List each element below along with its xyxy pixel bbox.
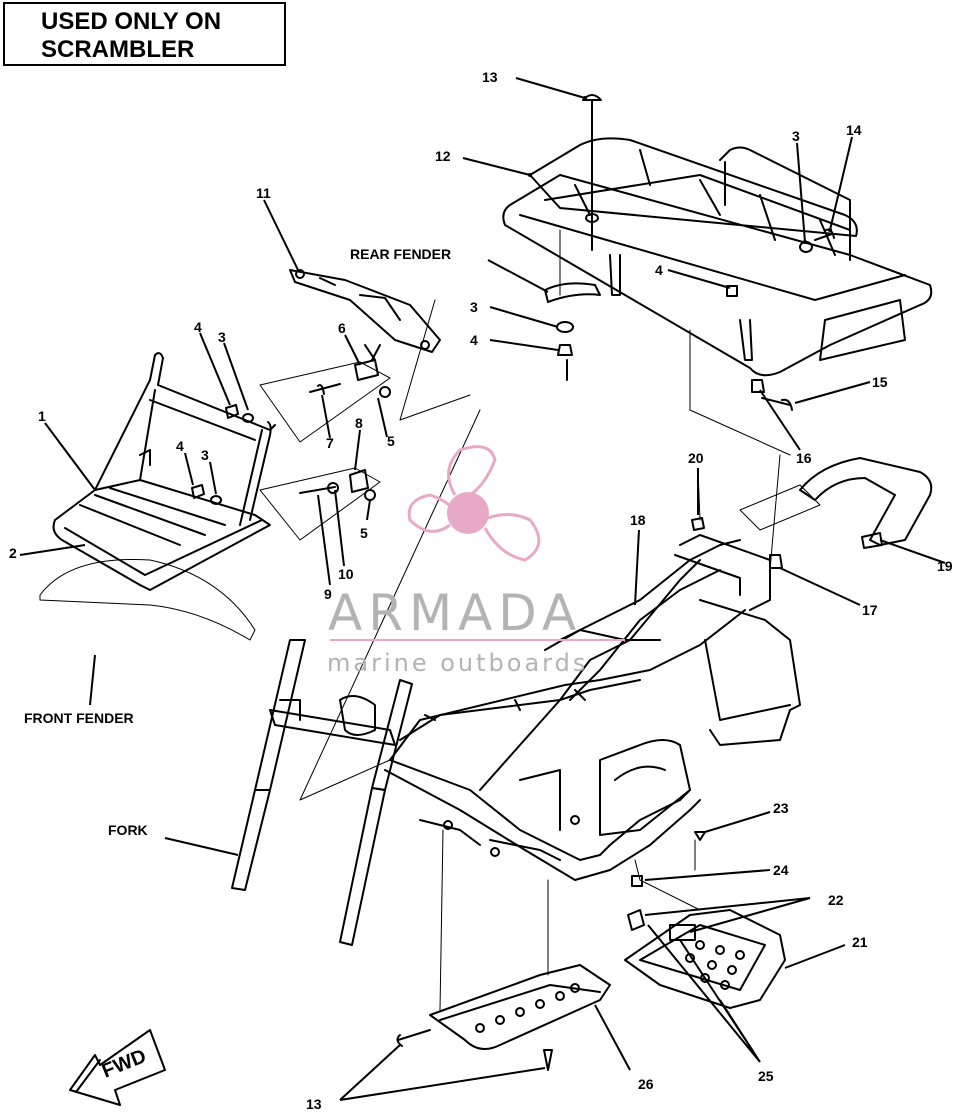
small-hardware bbox=[299, 344, 391, 501]
callout-21: 21 bbox=[852, 934, 868, 950]
callout-18: 18 bbox=[630, 512, 646, 528]
callout-7: 7 bbox=[326, 435, 334, 451]
skid-plate-26 bbox=[396, 964, 611, 1071]
callout-3-fender: 3 bbox=[470, 299, 478, 315]
rear-carrier bbox=[502, 137, 933, 377]
main-frame bbox=[384, 534, 801, 881]
callout-10: 10 bbox=[338, 566, 354, 582]
callout-22: 22 bbox=[828, 892, 844, 908]
callout-11: 11 bbox=[256, 185, 271, 201]
callout-23: 23 bbox=[773, 800, 789, 816]
note-line-1: USED ONLY ON bbox=[41, 8, 222, 35]
callout-4-fender: 4 bbox=[470, 332, 478, 348]
callout-4-carrier: 4 bbox=[655, 262, 663, 278]
exploded-guide-lines bbox=[259, 299, 821, 1011]
front-carrier bbox=[52, 352, 276, 591]
callout-13-bottom: 13 bbox=[306, 1096, 322, 1112]
callout-5-lower: 5 bbox=[360, 525, 368, 541]
callout-6: 6 bbox=[338, 320, 346, 336]
callout-3-carrier: 3 bbox=[792, 128, 800, 144]
watermark-tagline: marine outboards bbox=[327, 649, 589, 677]
callout-9: 9 bbox=[324, 586, 332, 602]
leader-lines bbox=[19, 77, 946, 1101]
label-rear-fender: REAR FENDER bbox=[350, 246, 452, 262]
callout-1: 1 bbox=[38, 408, 46, 424]
front-fender-outline bbox=[39, 558, 256, 641]
callout-19: 19 bbox=[937, 558, 953, 574]
watermark-logo-icon bbox=[407, 445, 541, 562]
callout-20: 20 bbox=[688, 450, 704, 466]
leader-arrowheads bbox=[528, 96, 832, 244]
note-line-2: SCRAMBLER bbox=[41, 36, 195, 63]
callout-24: 24 bbox=[773, 862, 789, 878]
callout-3-front-upper: 3 bbox=[218, 329, 226, 345]
callout-8: 8 bbox=[355, 415, 363, 431]
callout-17: 17 bbox=[862, 602, 878, 618]
callout-5-upper: 5 bbox=[387, 433, 395, 449]
label-fork: FORK bbox=[108, 822, 148, 838]
callout-26: 26 bbox=[638, 1076, 654, 1092]
callout-16: 16 bbox=[796, 450, 812, 466]
scrambler-note-box: USED ONLY ON SCRAMBLER bbox=[3, 2, 286, 66]
callout-14: 14 bbox=[846, 122, 862, 138]
callout-12: 12 bbox=[435, 148, 451, 164]
callout-25: 25 bbox=[758, 1068, 774, 1084]
grab-bar-19 bbox=[799, 457, 933, 549]
callout-4-front-upper: 4 bbox=[194, 319, 202, 335]
callout-15: 15 bbox=[872, 374, 888, 390]
callout-13-top: 13 bbox=[482, 69, 498, 85]
callout-4-front-lower: 4 bbox=[176, 438, 184, 454]
rear-fender-part bbox=[544, 282, 601, 303]
callout-2: 2 bbox=[9, 545, 17, 561]
callout-3-front-lower: 3 bbox=[201, 447, 209, 463]
fork-assembly bbox=[231, 639, 413, 946]
rear-carrier-hardware bbox=[556, 94, 835, 411]
label-front-fender: FRONT FENDER bbox=[24, 710, 134, 726]
front-carrier-hardware bbox=[191, 404, 254, 505]
bracket-11 bbox=[289, 269, 441, 353]
fwd-arrow-icon bbox=[69, 1029, 166, 1106]
watermark-brand: ARMADA bbox=[328, 584, 583, 642]
